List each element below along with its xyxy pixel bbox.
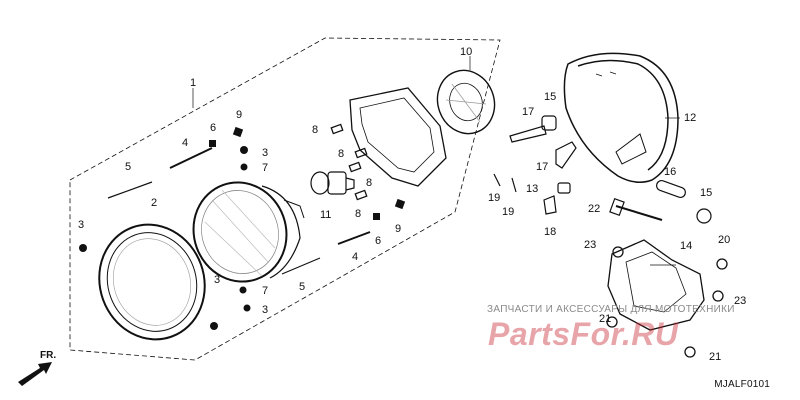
callout-labels: 1 2 3 3 3 3 4 4 5 5 6 6 7 7 8 8 8 8 9 9 …: [78, 46, 746, 363]
callout: 17: [536, 161, 548, 173]
headlight-case: [563, 52, 679, 183]
callout: 15: [544, 91, 556, 103]
callout: 10: [460, 46, 472, 58]
callout: 13: [526, 183, 538, 195]
callout: 21: [599, 313, 611, 325]
callout: 6: [210, 122, 216, 134]
callout: 8: [355, 208, 361, 220]
adjuster-screws: [107, 147, 371, 275]
callout: 11: [320, 209, 331, 221]
callout: 20: [718, 234, 730, 246]
callout: 8: [366, 177, 372, 189]
callout: 16: [664, 166, 676, 178]
fasteners: [79, 126, 406, 330]
callout: 3: [262, 147, 268, 159]
front-direction-arrow: [18, 362, 52, 386]
callout: 19: [502, 206, 514, 218]
callout: 9: [395, 223, 401, 235]
callout: 22: [588, 203, 600, 215]
callout: 8: [338, 148, 344, 160]
callout: 15: [700, 187, 712, 199]
callout: 14: [680, 240, 692, 252]
headlight-bulb: [310, 171, 355, 195]
callout: 3: [262, 304, 268, 316]
callout: 3: [78, 219, 84, 231]
callout: 12: [684, 112, 696, 124]
diagram-code: MJALF0101: [714, 379, 770, 390]
callout: 4: [182, 137, 188, 149]
callout: 23: [734, 295, 746, 307]
callout: 19: [488, 192, 500, 204]
callout: 2: [151, 197, 157, 209]
callout: 23: [584, 239, 596, 251]
spacer-and-bolt: [609, 179, 712, 224]
callout: 18: [544, 226, 556, 238]
callout: 7: [262, 162, 268, 174]
front-direction-label: FR.: [40, 350, 57, 361]
socket-cover: [436, 69, 496, 135]
callout: 4: [352, 251, 358, 263]
callout: 17: [522, 106, 534, 118]
callout: 5: [125, 161, 131, 173]
headlight-rim: [98, 223, 206, 341]
watermark-tagline: ЗАПЧАСТИ И АКСЕССУАРЫ ДЛЯ МОТОТЕХНИКИ: [487, 304, 735, 315]
case-mount-hardware: [493, 115, 577, 215]
callout: 9: [236, 109, 242, 121]
headlight-unit: [192, 181, 305, 283]
callout: 1: [190, 77, 196, 89]
watermark-logo: PartsFor.RU: [488, 316, 679, 352]
bulb-holder-frame: [330, 87, 447, 201]
headlight-stay-bracket: [606, 239, 728, 358]
callout: 5: [299, 281, 305, 293]
callout: 6: [375, 235, 381, 247]
callout: 21: [709, 351, 721, 363]
assembly-frame: [69, 37, 501, 361]
callout: 7: [262, 285, 268, 297]
callout: 8: [312, 124, 318, 136]
callout: 3: [214, 274, 220, 286]
